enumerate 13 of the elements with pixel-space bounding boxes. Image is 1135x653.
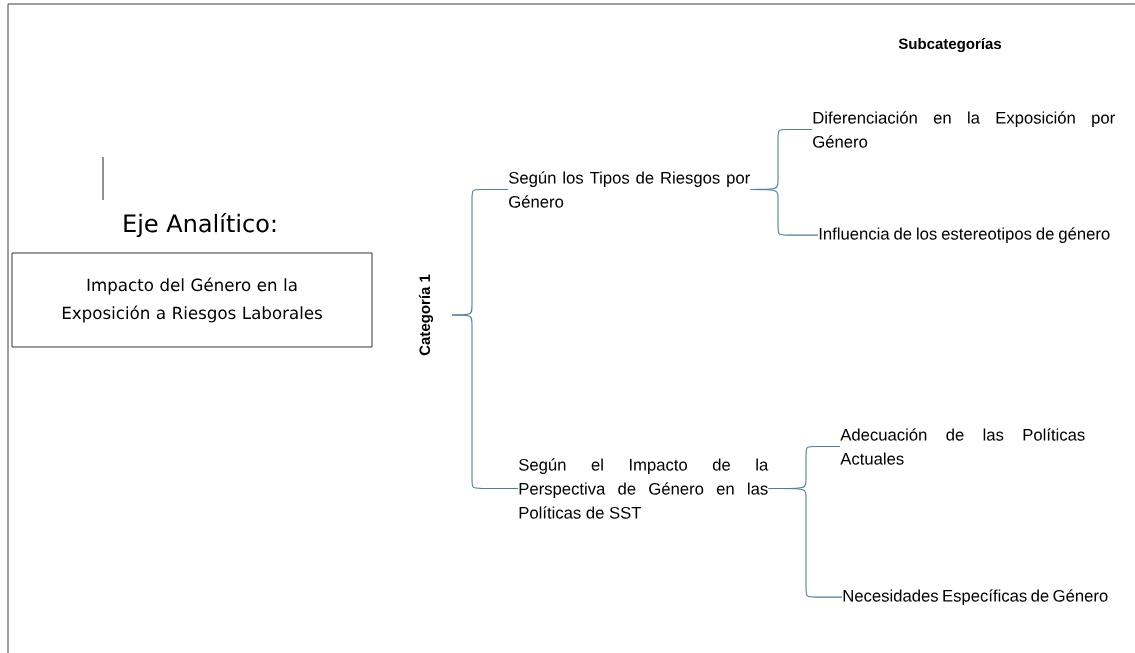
text-box: Impacto del Género en la Exposición a Riesgos Laborales [11, 252, 373, 348]
bracket-line [451, 314, 519, 489]
heading: Eje Analítico: [124, 212, 276, 238]
bracket-line [750, 188, 819, 236]
category-text: Adecuación de las Políticas Actuales [840, 428, 1085, 465]
category-text: Diferenciación en la Exposición por Género [813, 111, 1115, 148]
category-text: Según los Tipos de Riesgos por Género [509, 171, 750, 208]
category-label: Categoría 1 [418, 274, 434, 356]
category-text: Influencia de los estereotipos de género [819, 227, 1110, 243]
category-text: Según el Impacto de la Perspectiva de Género en las Políticas de SST [519, 458, 769, 519]
bracket-line [768, 487, 843, 598]
heading: Subcategorías [898, 37, 1002, 53]
category-text: Necesidades Específicas de Género [843, 589, 1108, 605]
